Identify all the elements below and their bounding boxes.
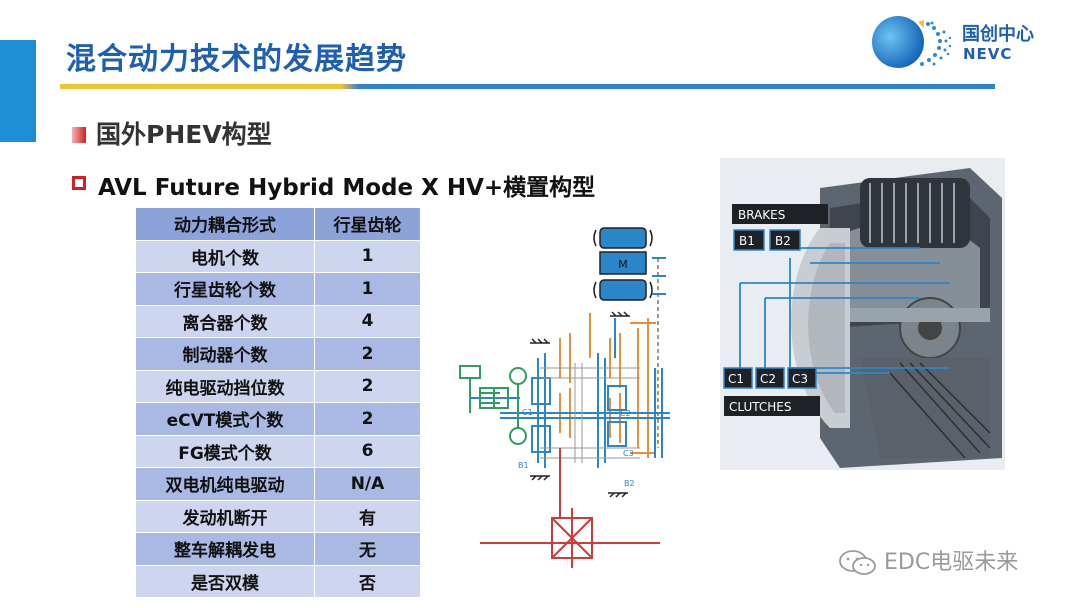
table-cell: 电机个数 [135, 239, 315, 273]
table-cell: 有 [314, 499, 421, 533]
brake-b2-label: B2 [775, 234, 791, 248]
table-cell: 制动器个数 [135, 337, 315, 371]
table-cell: 双电机纯电驱动 [135, 467, 315, 501]
section-subheading: AVL Future Hybrid Mode X HV+横置构型 [98, 175, 596, 201]
table-cell: 发动机断开 [135, 499, 315, 533]
title-underline [60, 84, 995, 89]
table-row: 发动机断开有 [135, 499, 421, 533]
motor-icon [593, 227, 653, 301]
table-cell: 纯电驱动挡位数 [135, 369, 315, 403]
table-row: 是否双模否 [135, 564, 421, 598]
table-cell: 2 [314, 369, 421, 403]
transmission-schematic: M [459, 227, 670, 568]
schematic-label-c3: C3 [623, 449, 634, 458]
table-cell: 无 [314, 532, 421, 566]
clutch-c3-label: C3 [792, 372, 808, 386]
table-cell: FG模式个数 [135, 434, 315, 468]
clutch-c2-label: C2 [760, 372, 776, 386]
table-cell: 1 [314, 272, 421, 306]
table-header-row: 动力耦合形式 行星齿轮 [135, 207, 421, 241]
brakes-label: BRAKES [738, 208, 785, 222]
table-cell: eCVT模式个数 [135, 402, 315, 436]
table-cell: 2 [314, 402, 421, 436]
section-bullet-icon [72, 127, 86, 143]
table-cell: 离合器个数 [135, 304, 315, 338]
table-cell: 2 [314, 337, 421, 371]
wechat-icon [839, 550, 876, 575]
table-cell: 是否双模 [135, 564, 315, 598]
table-cell: 1 [314, 239, 421, 273]
brake-b1-label: B1 [739, 234, 755, 248]
table-header-cell: 动力耦合形式 [135, 207, 315, 241]
clutch-c1-label: C1 [728, 372, 744, 386]
table-header-cell: 行星齿轮 [314, 207, 421, 241]
transmission-cutaway-image: BRAKES B1 B2 C1 C2 C3 CLUTCHES [720, 158, 1005, 470]
table-cell: 4 [314, 304, 421, 338]
table-cell: N/A [314, 467, 421, 501]
globe-logo-icon [872, 16, 952, 68]
schematic-label-c1: C1 [522, 408, 533, 417]
schematic-label-c2: C2 [620, 409, 631, 418]
logo-text-english: NEVC [963, 45, 1013, 63]
logo-text-chinese: 国创中心 [962, 24, 1034, 45]
clutches-label: CLUTCHES [729, 400, 791, 414]
table-cell: 整车解耦发电 [135, 532, 315, 566]
motor-label: M [618, 258, 628, 271]
table-cell: 行星齿轮个数 [135, 272, 315, 306]
table-cell: 6 [314, 434, 421, 468]
table-row: 整车解耦发电无 [135, 532, 421, 566]
page-title: 混合动力技术的发展趋势 [66, 42, 407, 77]
left-accent-bar [0, 40, 36, 142]
square-bullet-icon [72, 176, 86, 190]
schematic-label-b2: B2 [624, 479, 635, 488]
watermark-text: EDC电驱未来 [884, 550, 1019, 575]
nevc-logo: 国创中心 NEVC [862, 14, 1062, 70]
schematic-label-b1: B1 [518, 461, 529, 470]
table-cell: 否 [314, 564, 421, 598]
section-heading: 国外PHEV构型 [96, 120, 272, 149]
